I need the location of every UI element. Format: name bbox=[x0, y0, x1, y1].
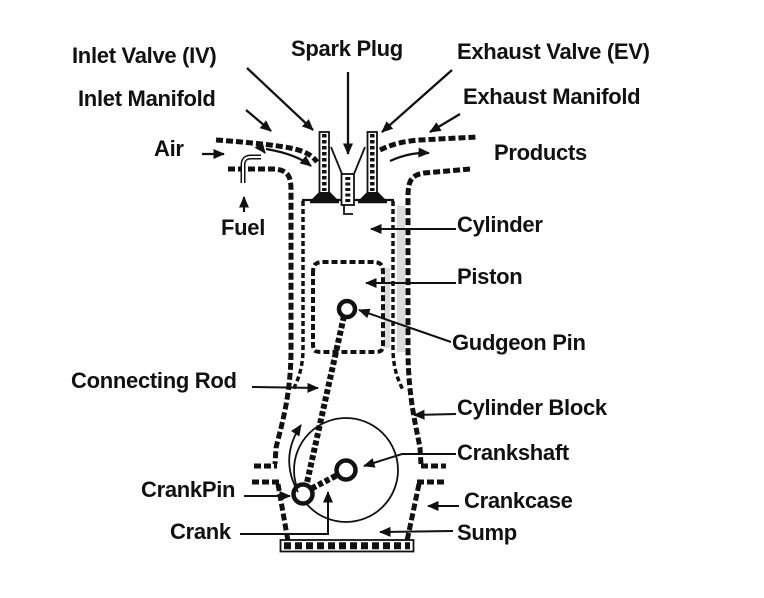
left-block-wall bbox=[228, 166, 294, 465]
exhaust-valve-arrow bbox=[381, 69, 453, 133]
label-cylinder: Cylinder bbox=[457, 212, 543, 237]
connecting-rod-leader bbox=[251, 382, 319, 393]
label-crankcase: Crankcase bbox=[464, 488, 573, 513]
label-sump: Sump bbox=[457, 520, 517, 545]
exhaust-manifold-arrow bbox=[429, 113, 461, 133]
inlet-flow-arrow bbox=[265, 147, 312, 167]
cylinder-block-leader bbox=[413, 409, 457, 420]
label-products: Products bbox=[494, 140, 587, 165]
plug-well-wall-right bbox=[353, 146, 366, 175]
crankcase-shape bbox=[252, 463, 446, 542]
connecting-rod-shape bbox=[303, 315, 347, 488]
label-crank: Crank bbox=[170, 519, 231, 544]
gudgeon-pin-leader bbox=[358, 308, 452, 343]
section-shading bbox=[384, 206, 405, 352]
label-cylinder-block: Cylinder Block bbox=[457, 395, 607, 420]
label-inlet-manifold: Inlet Manifold bbox=[78, 86, 216, 111]
exhaust-valve-shape bbox=[358, 131, 387, 204]
inlet-manifold-top-wall bbox=[215, 137, 320, 164]
spark-plug-shape bbox=[340, 173, 355, 215]
label-exhaust-manifold: Exhaust Manifold bbox=[463, 84, 641, 109]
label-fuel: Fuel bbox=[221, 215, 266, 240]
crankshaft-leader bbox=[363, 453, 456, 468]
crank-leader bbox=[240, 491, 333, 535]
label-crankshaft: Crankshaft bbox=[457, 440, 569, 465]
right-cylinder-liner bbox=[391, 201, 405, 391]
label-gudgeon-pin: Gudgeon Pin bbox=[452, 330, 586, 355]
label-inlet-valve: Inlet Valve (IV) bbox=[72, 43, 217, 68]
sump-shape bbox=[279, 539, 415, 553]
plug-well-wall-left bbox=[330, 146, 343, 175]
right-block-wall bbox=[405, 166, 471, 465]
label-exhaust-valve: Exhaust Valve (EV) bbox=[457, 39, 650, 64]
crank-circle bbox=[293, 417, 399, 523]
gudgeon-pin-shape bbox=[336, 298, 358, 320]
crankpin-shape bbox=[291, 482, 315, 506]
left-cylinder-liner bbox=[291, 201, 305, 391]
exhaust-flow-arrow bbox=[389, 147, 430, 163]
label-air: Air bbox=[154, 136, 184, 161]
label-crankpin: CrankPin bbox=[141, 477, 236, 502]
sump-leader bbox=[379, 526, 454, 537]
leader-lines bbox=[240, 67, 461, 537]
inlet-valve-shape bbox=[310, 131, 339, 204]
label-spark-plug: Spark Plug bbox=[291, 36, 403, 61]
fuel-pipe-shape bbox=[240, 154, 261, 183]
crankshaft-shape bbox=[334, 458, 358, 482]
rotation-arrow bbox=[288, 424, 302, 493]
inlet-valve-arrow bbox=[246, 67, 314, 131]
exhaust-manifold-top-wall bbox=[378, 134, 479, 153]
label-connecting-rod: Connecting Rod bbox=[71, 368, 237, 393]
flow-arrows bbox=[202, 141, 430, 212]
cylinder-block-walls bbox=[215, 134, 479, 465]
inlet-manifold-arrow bbox=[245, 109, 272, 132]
fuel-mix-arrow bbox=[254, 141, 266, 154]
label-piston: Piston bbox=[457, 264, 523, 289]
